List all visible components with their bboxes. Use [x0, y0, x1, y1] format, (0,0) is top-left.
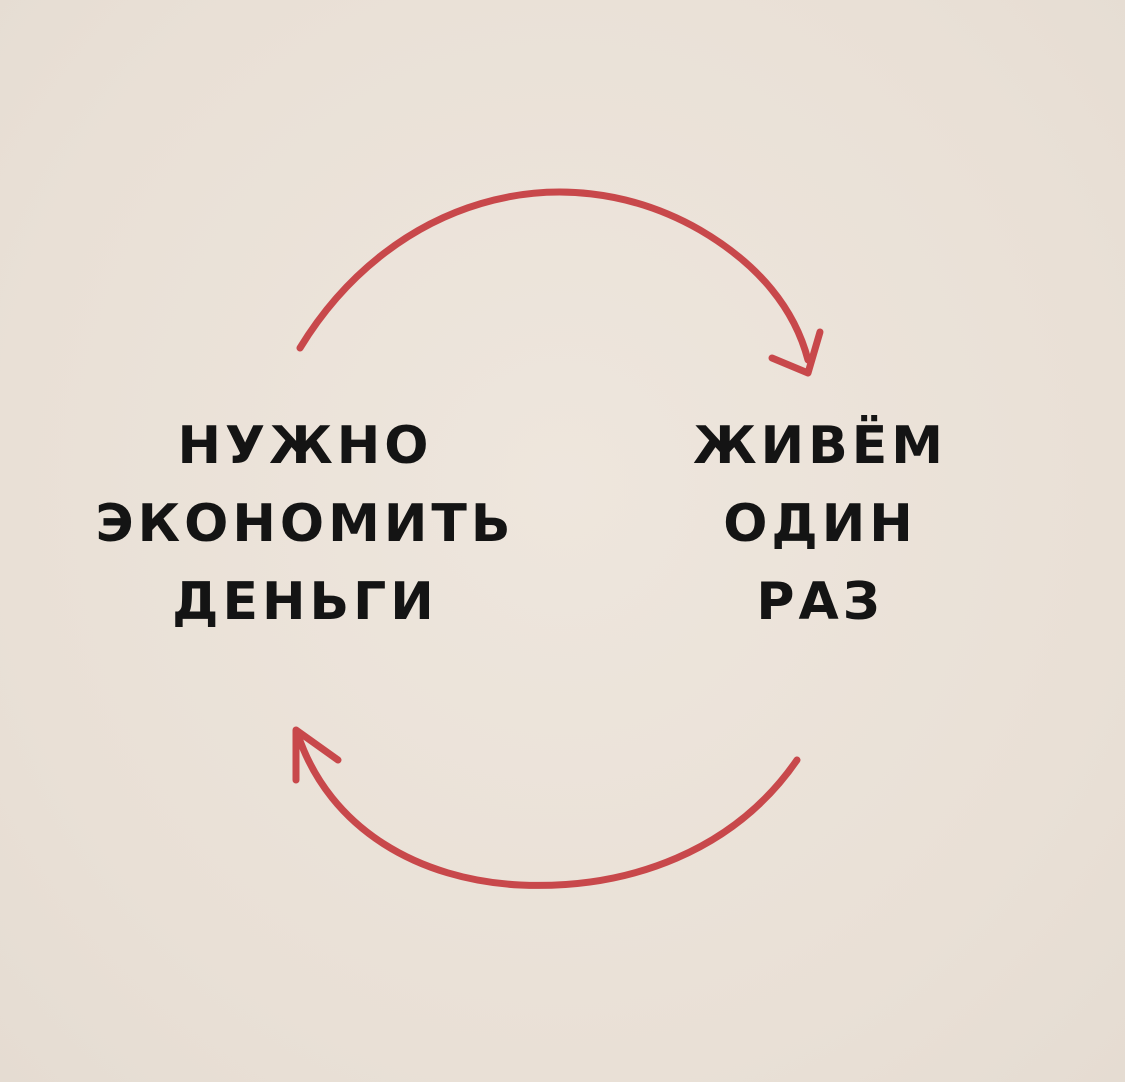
right-line-3: РАЗ: [756, 572, 884, 632]
right-line-1: ЖИВЁМ: [692, 416, 948, 476]
top-arc-arrow: [296, 188, 812, 364]
left-line-1: НУЖНО: [177, 416, 433, 476]
left-line-2: ЭКОНОМИТЬ: [95, 494, 515, 554]
right-line-2: ОДИН: [723, 494, 917, 554]
top-arrowhead: [768, 328, 824, 377]
left-statement: НУЖНО ЭКОНОМИТЬ ДЕНЬГИ: [70, 420, 540, 654]
bottom-arc-arrow: [294, 731, 801, 889]
right-statement: ЖИВЁМ ОДИН РАЗ: [670, 420, 970, 654]
left-line-3: ДЕНЬГИ: [172, 572, 438, 632]
bottom-arrowhead: [292, 726, 342, 784]
